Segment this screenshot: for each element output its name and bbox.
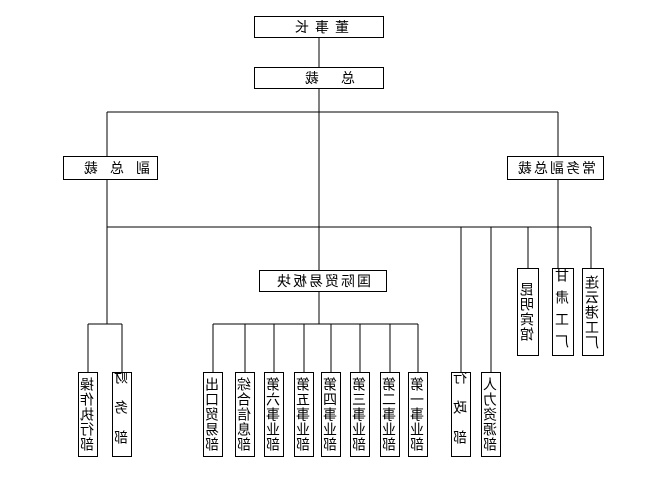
- fourth-business-dept-label: 第四事业部: [323, 377, 339, 452]
- hr-dept-box: 人力资源部: [481, 372, 501, 457]
- admin-dept-box: 行政部: [451, 372, 471, 457]
- comprehensive-info-dept-box: 综合信息部: [235, 372, 255, 457]
- international-trade-section-box: 国际贸易板块: [259, 270, 387, 292]
- president-label: 总裁: [283, 71, 355, 87]
- lianyungang-factory-label: 连云港工厂: [585, 274, 601, 350]
- vice-president-label: 副总裁: [71, 161, 150, 177]
- export-trade-dept-label: 出口贸易部: [205, 377, 221, 452]
- export-trade-dept-box: 出口贸易部: [203, 372, 223, 457]
- fifth-business-dept-box: 第五事业部: [294, 372, 314, 457]
- ops-execution-dept-label: 操作执行部: [80, 377, 96, 452]
- second-business-dept-label: 第二事业部: [382, 377, 398, 452]
- third-business-dept-label: 第三事业部: [352, 377, 368, 452]
- board-chairman-label: 董事长: [289, 20, 349, 36]
- ops-execution-dept-box: 操作执行部: [78, 372, 98, 457]
- kunming-hotel-label: 昆明宾馆: [520, 282, 536, 342]
- international-trade-section-label: 国际贸易板块: [275, 274, 371, 290]
- hr-dept-label: 人力资源部: [483, 377, 499, 452]
- first-business-dept-box: 第一事业部: [408, 372, 428, 457]
- kunming-hotel-box: 昆明宾馆: [517, 268, 539, 356]
- third-business-dept-box: 第三事业部: [350, 372, 370, 457]
- vice-president-box: 副总裁: [63, 156, 158, 180]
- admin-dept-label: 行政部: [453, 372, 469, 457]
- finance-dept-label: 财务部: [114, 372, 130, 457]
- executive-vice-president-box: 常务副总裁: [507, 156, 604, 180]
- comprehensive-info-dept-label: 综合信息部: [237, 377, 253, 452]
- president-box: 总裁: [254, 67, 384, 89]
- sixth-business-dept-label: 第六事业部: [266, 377, 282, 452]
- lianyungang-factory-box: 连云港工厂: [582, 268, 604, 356]
- sixth-business-dept-box: 第六事业部: [264, 372, 284, 457]
- board-chairman-box: 董事长: [254, 16, 384, 38]
- second-business-dept-box: 第二事业部: [380, 372, 400, 457]
- fifth-business-dept-label: 第五事业部: [296, 377, 312, 452]
- gansu-factory-label: 甘肃工厂: [555, 268, 571, 356]
- gansu-factory-box: 甘肃工厂: [552, 268, 574, 356]
- executive-vice-president-label: 常务副总裁: [515, 161, 596, 177]
- first-business-dept-label: 第一事业部: [410, 377, 426, 452]
- fourth-business-dept-box: 第四事业部: [321, 372, 341, 457]
- finance-dept-box: 财务部: [112, 372, 132, 457]
